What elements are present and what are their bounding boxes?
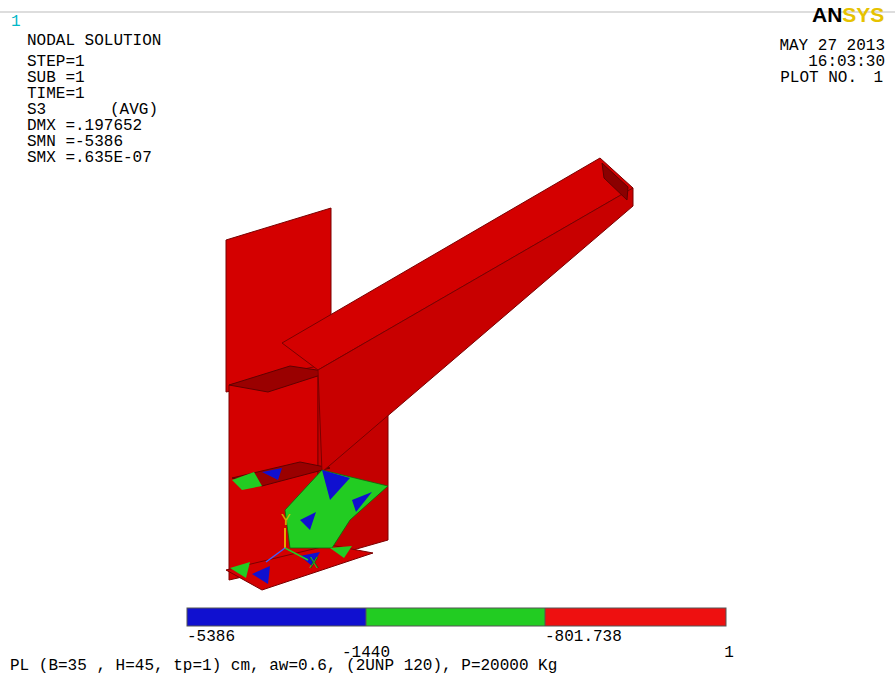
averaging-note: (AVG) xyxy=(110,102,158,118)
plot-caption: PL (B=35 , H=45, tp=1) cm, aw=0.6, (2UNP… xyxy=(10,658,557,674)
axis-label: X xyxy=(309,556,319,572)
plot-index: 1 xyxy=(11,14,21,30)
step-info: STEP=1 xyxy=(27,54,85,70)
time-info: TIME=1 xyxy=(27,86,85,102)
max-displacement: DMX =.197652 xyxy=(27,118,142,134)
min-stress: SMN =-5386 xyxy=(27,134,123,150)
plot-date: MAY 27 2013 xyxy=(779,38,885,54)
logo-text: AN xyxy=(812,4,842,26)
plot-number: 1 xyxy=(873,70,883,86)
result-title: NODAL SOLUTION xyxy=(27,33,161,49)
stress-component: S3 xyxy=(27,102,46,118)
plot-time: 16:03:30 xyxy=(808,54,885,70)
axis-label: Y xyxy=(281,513,291,529)
colorbar-value: 1 xyxy=(724,645,734,661)
plot-number-label: PLOT NO. xyxy=(780,70,857,86)
logo-text: SYS xyxy=(842,4,884,26)
substep-info: SUB =1 xyxy=(27,70,85,86)
max-stress: SMX =.635E-07 xyxy=(27,150,152,166)
colorbar-value: -5386 xyxy=(187,629,235,645)
colorbar-value: -801.738 xyxy=(545,629,622,645)
